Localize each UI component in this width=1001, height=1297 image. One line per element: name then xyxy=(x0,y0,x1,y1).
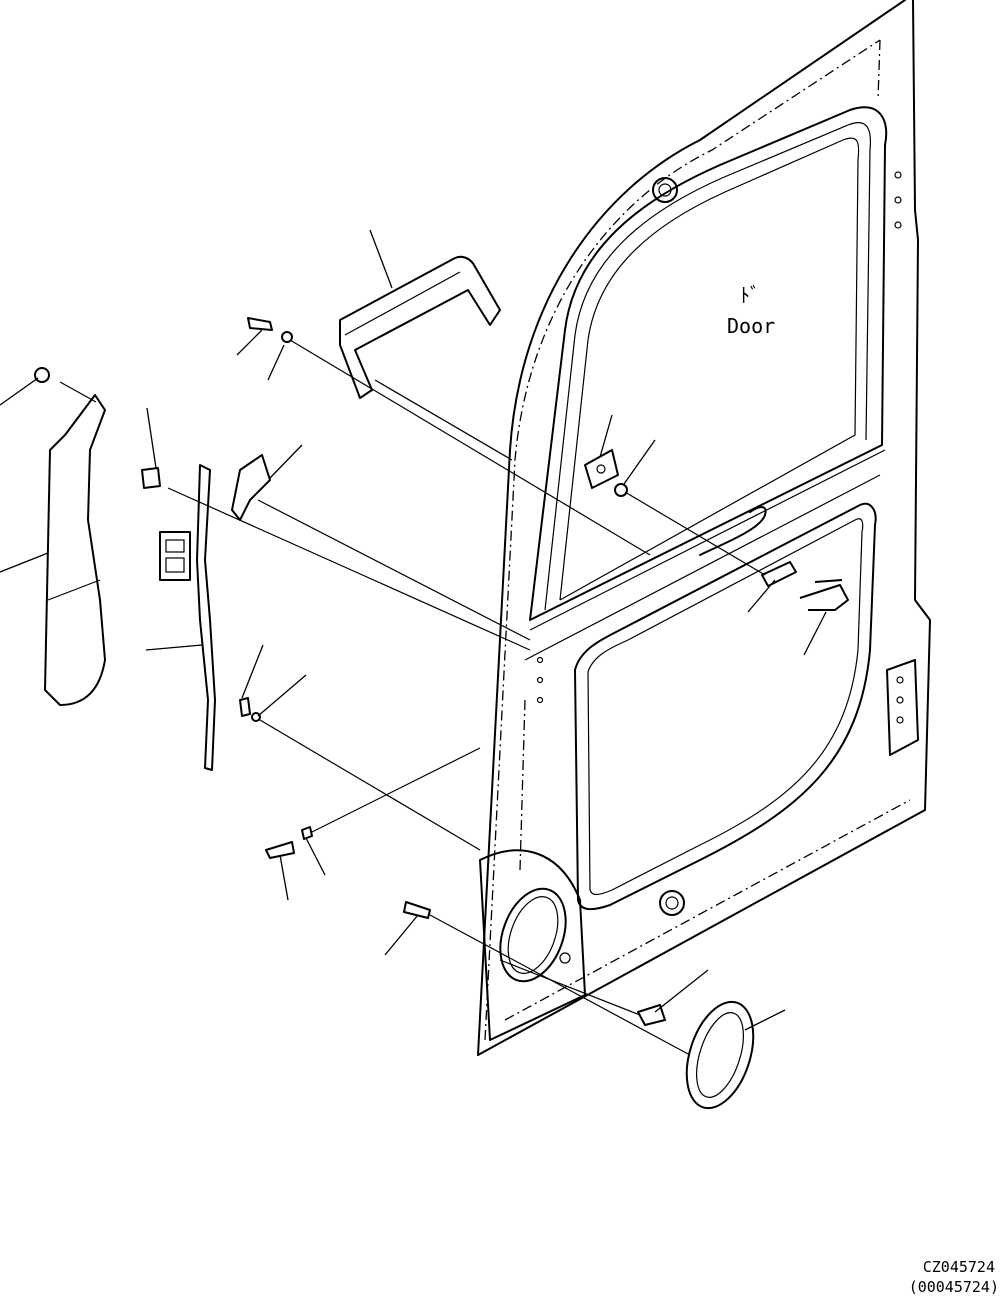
striker-plate xyxy=(761,561,849,611)
drawing-code: CZ045724 xyxy=(923,1258,995,1276)
lock-plate xyxy=(584,449,628,497)
door-trim-cover xyxy=(34,367,106,706)
callout-leaders xyxy=(0,229,827,1031)
door-label: Door xyxy=(727,314,775,338)
lock-assembly xyxy=(141,454,271,771)
assembly-guide-lines xyxy=(59,339,766,1056)
grab-handle xyxy=(339,255,501,399)
door-panel xyxy=(477,0,931,1056)
drawing-code-paren: (00045724) xyxy=(909,1278,999,1296)
fasteners xyxy=(247,317,431,919)
door-label-marker: ﾄﾞ xyxy=(740,283,760,307)
outer-handle xyxy=(637,1000,755,1110)
